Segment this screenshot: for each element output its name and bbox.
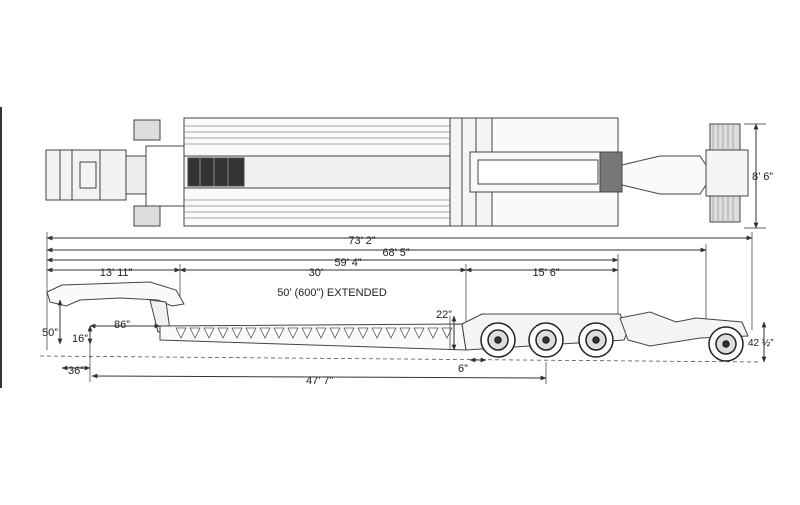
dolly-side [619, 311, 749, 347]
deck-dark-section [187, 157, 245, 187]
axle-wheel-1 [480, 322, 516, 358]
height-16-label: 16” [72, 333, 88, 345]
wheels [480, 322, 744, 362]
deck-rib [343, 327, 355, 339]
length-59-label: 59’ 4” [334, 257, 361, 269]
axle-wheel-2 [528, 322, 564, 358]
dolly-frame-top [705, 149, 749, 197]
dim-6-label: 6” [458, 363, 468, 375]
deck-rib [371, 327, 383, 339]
width-label: 8’ 6” [752, 171, 773, 183]
dolly-wheel [708, 326, 744, 362]
deck-rib [287, 327, 299, 339]
dolly-tongue-top [621, 155, 707, 195]
dolly-wheel-left [709, 123, 741, 151]
deck-rib [427, 327, 439, 339]
overall-length-label: 73’ 2” [348, 235, 375, 247]
top-view [45, 117, 749, 227]
deck-rib [357, 327, 369, 339]
front-wheel-left [133, 119, 161, 141]
deck-rib [399, 327, 411, 339]
deck-rib [273, 327, 285, 339]
deck-86-label: 86” [114, 319, 130, 331]
deck-rib [231, 327, 243, 339]
dolly-height-label: 42 ½” [748, 338, 774, 349]
gooseneck-top [45, 149, 127, 201]
dim-47-label: 47’ 7” [306, 375, 333, 387]
height-50-label: 50” [42, 327, 58, 339]
deck-rib [329, 327, 341, 339]
deck-rib [385, 327, 397, 339]
deck-rib [217, 327, 229, 339]
deck-length-label: 30’ [309, 267, 324, 279]
deck-rib [245, 327, 257, 339]
deck-rib [315, 327, 327, 339]
front-wheel-right [133, 205, 161, 227]
lower-dimensions [57, 299, 767, 384]
deck-rib [413, 327, 425, 339]
extended-note: 50’ (600”) EXTENDED [277, 287, 387, 299]
deck-rib [301, 327, 313, 339]
gooseneck-length-label: 13’ 11” [100, 267, 133, 279]
rear-length-label: 15’ 6” [532, 267, 559, 279]
width-dimension: 8’ 6” [744, 123, 773, 229]
deck-rib [203, 327, 215, 339]
rear-height-label: 22” [436, 309, 452, 321]
deck-rib [189, 327, 201, 339]
dim-36-label: 36” [68, 365, 84, 377]
deck-rib [441, 327, 453, 339]
deck-rib [175, 327, 187, 339]
length-68-label: 68’ 5” [382, 247, 409, 259]
ground-line [39, 355, 761, 363]
dolly-wheel-right [709, 195, 741, 223]
deck-ribs [175, 327, 453, 339]
deck-rib [259, 327, 271, 339]
axle-wheel-3 [578, 322, 614, 358]
dimension-lines [46, 232, 753, 350]
side-view [46, 281, 749, 351]
